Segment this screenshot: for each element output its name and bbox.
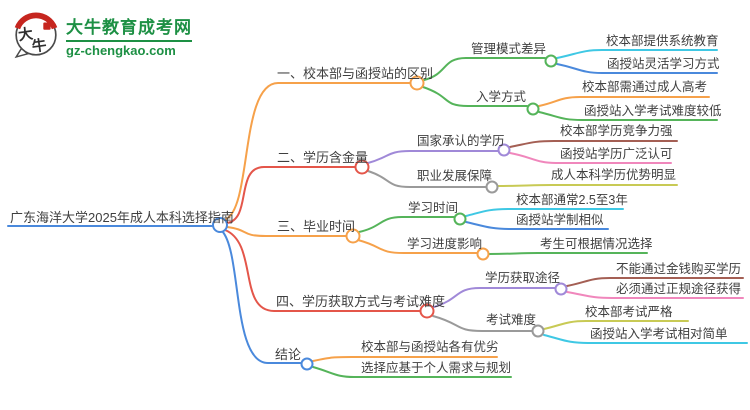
branch4-node-handle[interactable]	[419, 303, 435, 319]
logo-title: 大牛教育成考网	[66, 17, 192, 37]
branch4-child2-line	[432, 315, 533, 332]
branch3-child1-leaf1-line	[465, 208, 624, 217]
logo-seal	[43, 22, 51, 30]
logo-bubble-tail	[14, 47, 30, 59]
branch5-node-handle[interactable]	[300, 357, 314, 371]
branch4-child2-leaf1-line	[543, 320, 689, 330]
branch1-node-handle[interactable]	[409, 75, 425, 91]
branch4-child1-leaf2-line	[566, 291, 744, 299]
branch1-child1-leaf2-line	[556, 63, 718, 74]
logo-divider	[66, 39, 192, 42]
branch1-child2-leaf1-line	[538, 96, 710, 107]
branch1-line	[225, 82, 411, 220]
node-branch1-child1-leaf1[interactable]: 校本部提供系统教育	[606, 34, 719, 48]
branch3-child1-leaf2-line	[465, 221, 609, 230]
branch5-child1-line	[312, 356, 498, 362]
node-branch3-child2-leaf1[interactable]: 考生可根据情况选择	[540, 237, 653, 251]
branch2-child1-line	[367, 150, 499, 164]
branch4-child1-node-handle[interactable]	[554, 282, 568, 296]
node-branch2-child2[interactable]: 职业发展保障	[417, 169, 493, 183]
node-branch3[interactable]: 三、毕业时间	[277, 219, 356, 234]
node-branch2-child2-leaf1[interactable]: 成人本科学历优势明显	[551, 168, 677, 182]
node-root[interactable]: 广东海洋大学2025年成人本科选择指南	[10, 210, 234, 225]
branch3-child2-node-handle[interactable]	[476, 247, 490, 261]
branch4-child1-line	[433, 287, 556, 308]
branch3-child1-node-handle[interactable]	[453, 212, 467, 226]
branch2-node-handle[interactable]	[354, 159, 370, 175]
node-branch4[interactable]: 四、学历获取方式与考试难度	[276, 294, 446, 309]
branch3-line	[226, 226, 347, 237]
branch3-child1-line	[358, 216, 455, 233]
node-branch1[interactable]: 一、校本部与函授站的区别	[277, 66, 434, 81]
branch3-child2-leaf1-line	[488, 252, 648, 255]
branch2-child2-node-handle[interactable]	[485, 180, 499, 194]
node-branch1-child2-leaf2[interactable]: 函授站入学考试难度较低	[584, 104, 722, 118]
logo-text-block: 大牛教育成考网 gz-chengkao.com	[66, 13, 192, 58]
branch2-child1-leaf1-line	[509, 140, 678, 148]
branch1-child2-node-handle[interactable]	[526, 102, 540, 116]
branch5-line	[221, 230, 302, 364]
node-branch2-child1-leaf1[interactable]: 校本部学历竞争力强	[560, 124, 673, 138]
logo-badge-char2: 牛	[31, 36, 48, 56]
node-branch4-child1[interactable]: 学历获取途径	[485, 271, 561, 285]
logo-bull-icon: 大 牛	[14, 12, 58, 59]
node-branch3-child1-leaf2[interactable]: 函授站学制相似	[516, 213, 604, 227]
node-branch5-leaf2[interactable]: 选择应基于个人需求与规划	[361, 361, 512, 375]
branch2-child1-node-handle[interactable]	[497, 143, 511, 157]
branch5-child2-line	[312, 366, 512, 378]
branch1-child1-leaf1-line	[556, 49, 718, 59]
node-branch5-leaf1[interactable]: 校本部与函授站各有优劣	[361, 340, 499, 354]
branch1-child1-line	[423, 57, 546, 81]
branch1-child2-line	[422, 86, 528, 107]
branch3-child2-line	[357, 239, 478, 254]
node-branch4-child2[interactable]: 考试难度	[486, 313, 537, 327]
branch4-child2-leaf2-line	[543, 334, 748, 344]
node-branch2-child1-leaf2[interactable]: 函授站学历广泛认可	[560, 147, 673, 161]
node-branch2[interactable]: 二、学历含金量	[277, 150, 369, 165]
branch2-child1-leaf2-line	[509, 152, 672, 164]
branch1-child2-leaf2-line	[538, 111, 718, 121]
branch2-line	[226, 166, 356, 224]
branch3-node-handle[interactable]	[345, 228, 361, 244]
logo-red-cap	[14, 12, 58, 30]
node-branch3-child1[interactable]: 学习时间	[408, 201, 459, 215]
branch4-line	[224, 229, 421, 312]
node-branch4-child2-leaf2[interactable]: 函授站入学考试相对简单	[590, 327, 728, 341]
node-branch4-child1-leaf2[interactable]: 必须通过正规途径获得	[616, 282, 742, 296]
branch2-child2-leaf1-line	[497, 184, 678, 187]
node-branch1-child1-leaf2[interactable]: 函授站灵活学习方式	[607, 57, 720, 71]
root-node-handle[interactable]	[212, 217, 228, 233]
node-branch4-child2-leaf1[interactable]: 校本部考试严格	[585, 305, 673, 319]
logo-badge-char1: 大	[17, 24, 34, 44]
node-branch3-child1-leaf1[interactable]: 校本部通常2.5至3年	[516, 193, 628, 207]
node-branch3-child2[interactable]: 学习进度影响	[407, 237, 483, 251]
node-branch5[interactable]: 结论	[275, 347, 302, 362]
node-branch1-child1[interactable]: 管理模式差异	[471, 42, 547, 56]
site-logo[interactable]: 大 牛 大牛教育成考网 gz-chengkao.com	[12, 11, 192, 59]
node-branch1-child2-leaf1[interactable]: 校本部需通过成人高考	[582, 80, 708, 94]
node-branch4-child1-leaf1[interactable]: 不能通过金钱购买学历	[616, 262, 742, 276]
branch4-child2-node-handle[interactable]	[531, 324, 545, 338]
branch1-child1-node-handle[interactable]	[544, 54, 558, 68]
branch2-child2-line	[367, 170, 487, 188]
node-branch2-child1[interactable]: 国家承认的学历	[417, 134, 505, 148]
node-branch1-child2[interactable]: 入学方式	[476, 90, 527, 104]
logo-domain: gz-chengkao.com	[66, 42, 176, 58]
branch4-child1-leaf1-line	[566, 277, 744, 287]
